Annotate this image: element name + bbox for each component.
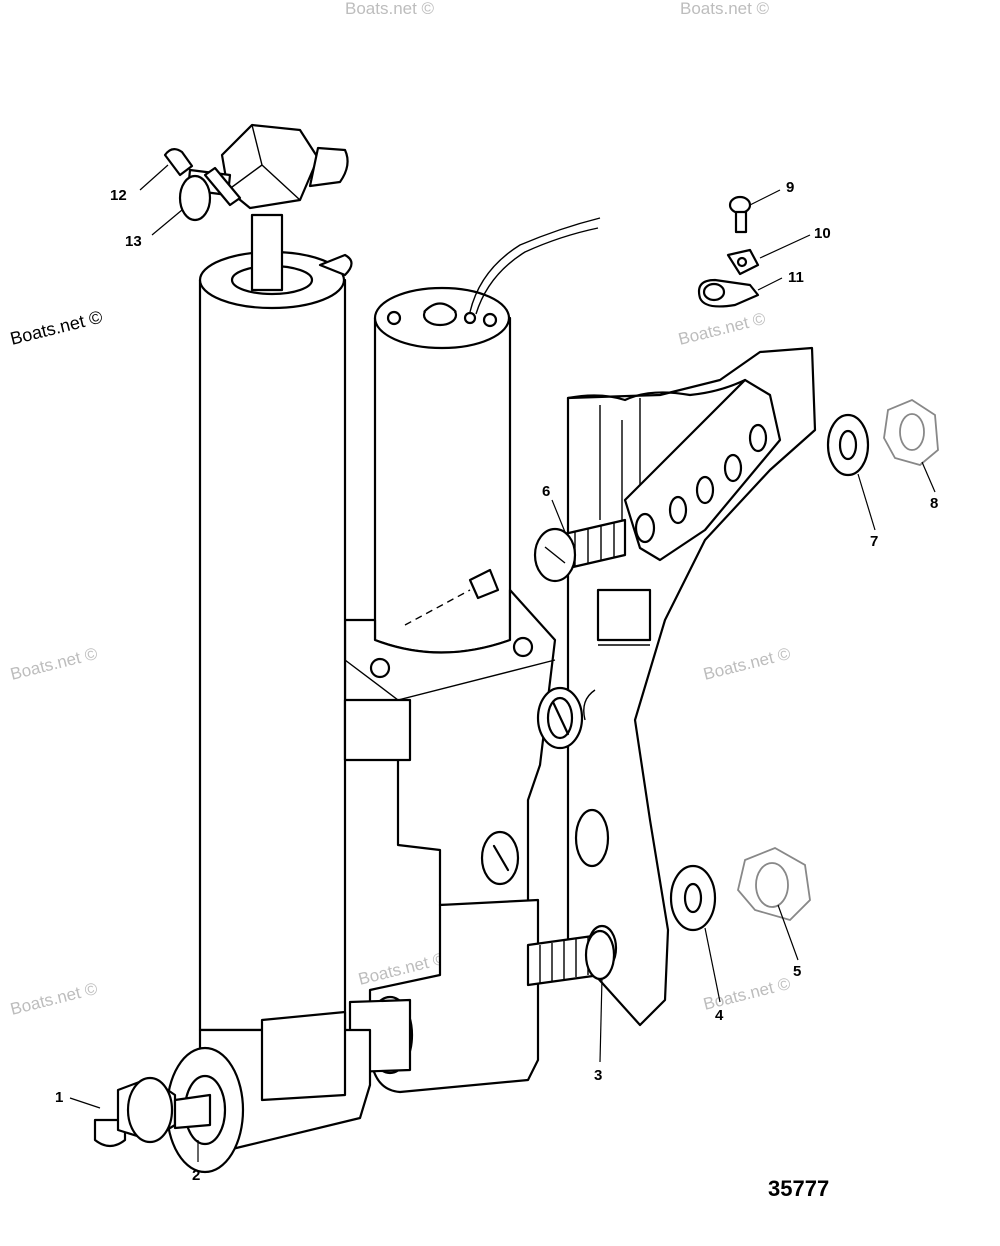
nut-upper (883, 398, 939, 466)
callout-8: 8 (930, 495, 938, 512)
callout-11: 11 (788, 269, 804, 286)
callout-9: 9 (786, 179, 794, 196)
callout-12: 12 (110, 187, 127, 204)
bracket-bolt (526, 929, 616, 987)
callout-7: 7 (870, 533, 878, 550)
callout-13: 13 (125, 233, 142, 250)
watermark-lower-left: Boats.net © (8, 979, 99, 1019)
watermark-top-right: Boats.net © (680, 0, 770, 18)
watermark-left: Boats.net © (8, 307, 104, 349)
callout-5: 5 (793, 963, 801, 980)
figure-number: 35777 (768, 1176, 829, 1201)
callout-1: 1 (55, 1089, 63, 1106)
screw-small (728, 195, 752, 234)
upper-bracket-bolt (533, 518, 627, 583)
leader-lines (69, 164, 936, 1162)
bleeder-valve (163, 148, 242, 222)
watermark-top-center: Boats.net © (345, 0, 435, 18)
cable-clamp (697, 278, 760, 308)
clip-nut (726, 248, 760, 276)
watermark-mid-left: Boats.net © (8, 644, 99, 684)
nut-lower (737, 847, 811, 922)
callout-3: 3 (594, 1067, 602, 1084)
callout-10: 10 (814, 225, 831, 242)
pump-motor-assembly (343, 217, 601, 1094)
washer-upper (826, 413, 870, 477)
transom-bracket (566, 346, 817, 1027)
callout-4: 4 (715, 1007, 724, 1024)
callouts: 1 2 3 4 5 6 7 8 9 10 11 12 13 (55, 179, 938, 1184)
pivot-bolt (93, 1076, 212, 1148)
callout-6: 6 (542, 483, 550, 500)
washer-lower (669, 864, 717, 932)
watermark-mid-right: Boats.net © (701, 644, 792, 684)
watermark-upper-right: Boats.net © (676, 309, 767, 349)
callout-2: 2 (192, 1167, 200, 1184)
